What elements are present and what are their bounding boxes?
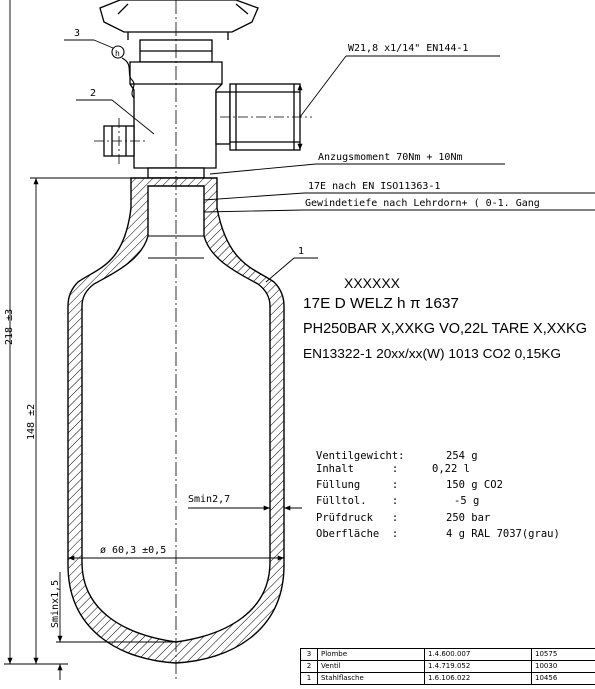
body-height-label: 148 ±2 — [26, 404, 37, 440]
spec-value: 254 g — [446, 450, 478, 462]
callout-neck-thread: 17E nach EN ISO11363-1 — [203, 181, 595, 201]
torque-label: Anzugsmoment 70Nm + 10Nm — [318, 152, 463, 163]
diameter-label: ø 60,3 ±0,5 — [100, 545, 166, 556]
part-code: 1.4.719.052 — [424, 660, 532, 673]
spec-value: 4 g RAL 7037(grau) — [446, 528, 560, 540]
callout-torque: Anzugsmoment 70Nm + 10Nm — [209, 152, 505, 175]
part-name: Stahlflasche — [317, 672, 425, 685]
stamping-line4: EN13322-1 20xx/xx(W) 1013 CO2 0,15KG — [303, 346, 561, 361]
callout-item2: 2 — [76, 88, 155, 135]
parts-list-table: 3 Plombe 1.4.600.007 10575 2 Ventil 1.4.… — [300, 648, 595, 685]
part-code: 1.6.106.022 — [424, 672, 532, 685]
stamping-line1: XXXXXX — [344, 275, 401, 291]
smin-wall-label: Smin2,7 — [188, 494, 230, 505]
spec-label: Oberfläche : — [316, 528, 398, 540]
spec-value: 0,22 l — [432, 463, 470, 475]
thread-depth-label: Gewindetiefe nach Lehrdorn+ ( 0-1. Gang — [305, 198, 540, 209]
item2-label: 2 — [90, 88, 96, 99]
spec-label: Füllung : — [316, 479, 398, 491]
spec-label: Fülltol. : — [316, 495, 398, 507]
part-ref: 10456 — [531, 672, 595, 685]
dimension-smin-wall: Smin2,7 — [188, 494, 302, 511]
table-row: 1 Stahlflasche 1.6.106.022 10456 — [300, 672, 595, 685]
part-code: 1.4.600.007 — [424, 648, 532, 661]
callout-thread: W21,8 x1/14" EN144-1 — [297, 43, 500, 150]
item1-label: 1 — [298, 246, 304, 257]
table-row: 2 Ventil 1.4.719.052 10030 — [300, 660, 595, 673]
smin-bottom-label: Sminx1,5 — [50, 580, 61, 628]
neck-thread-label: 17E nach EN ISO11363-1 — [308, 181, 440, 192]
svg-text:h: h — [115, 49, 120, 58]
part-ref: 10575 — [531, 648, 595, 661]
stamping-block: XXXXXX 17E D WELZ h π 1637 PH250BAR X,XX… — [303, 275, 587, 361]
callout-thread-depth: Gewindetiefe nach Lehrdorn+ ( 0-1. Gang — [203, 198, 595, 213]
dimension-smin-bottom: Sminx1,5 — [50, 572, 176, 680]
spec-label: Prüfdruck : — [316, 512, 398, 524]
thread-label: W21,8 x1/14" EN144-1 — [348, 43, 468, 54]
spec-label: Inhalt : — [316, 463, 398, 475]
dimension-diameter: ø 60,3 ±0,5 — [68, 545, 284, 561]
part-position: 2 — [300, 660, 318, 673]
part-name: Ventil — [317, 660, 425, 673]
stamping-line3: PH250BAR X,XXKG VO,22L TARE X,XXKG — [303, 320, 587, 337]
part-position: 3 — [300, 648, 318, 661]
specs-block: Ventilgewicht: 254 g Inhalt : 0,22 l Fül… — [316, 450, 560, 540]
overall-height-label: 218 ±3 — [4, 309, 15, 345]
callout-item1: 1 — [265, 246, 318, 283]
valve-handwheel — [99, 0, 259, 40]
part-name: Plombe — [317, 648, 425, 661]
part-ref: 10030 — [531, 660, 595, 673]
spec-value: -5 g — [454, 495, 479, 507]
valve-body — [103, 39, 301, 179]
dimension-body-height: 148 ±2 — [26, 177, 131, 664]
spec-value: 250 bar — [446, 512, 490, 524]
spec-label: Ventilgewicht: — [316, 450, 405, 462]
stamping-line2: 17E D WELZ h π 1637 — [303, 295, 459, 312]
callout-item3: 3 — [64, 28, 114, 49]
table-row: 3 Plombe 1.4.600.007 10575 — [300, 648, 595, 661]
part-position: 1 — [300, 672, 318, 685]
seal-wire: h — [111, 45, 135, 99]
spec-value: 150 g CO2 — [446, 479, 503, 491]
item3-label: 3 — [74, 28, 80, 39]
